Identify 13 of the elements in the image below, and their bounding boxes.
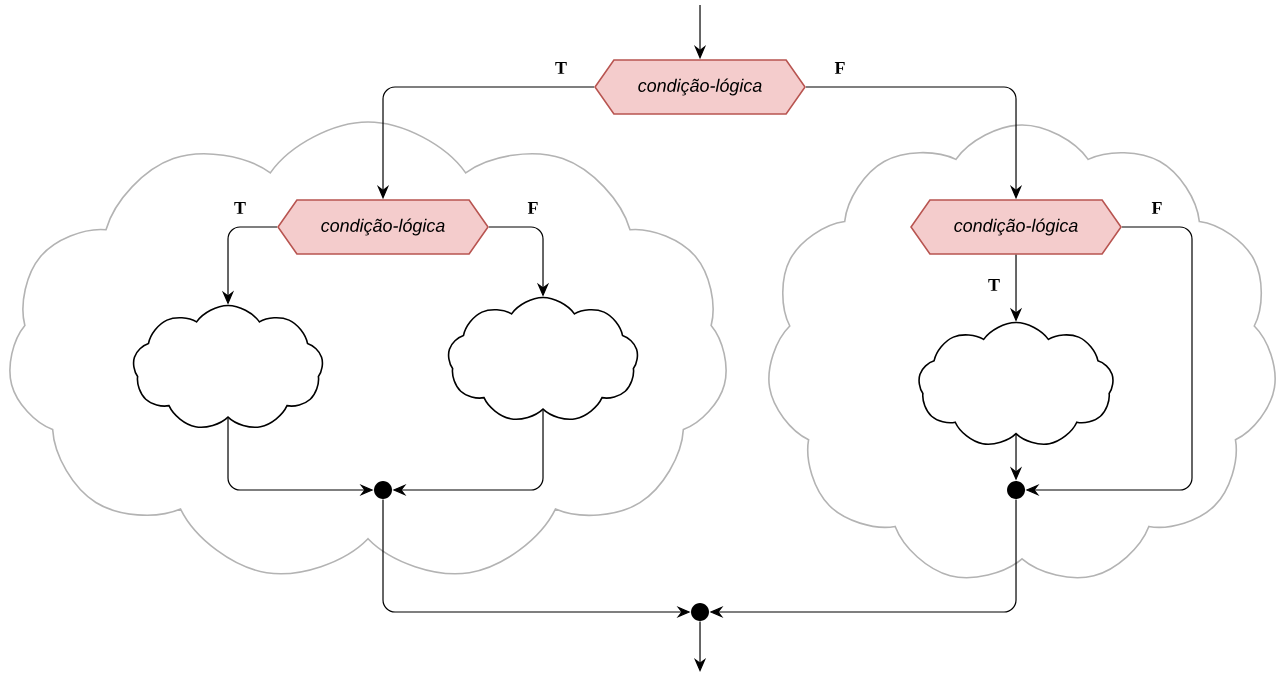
cloud-shape xyxy=(447,296,639,421)
edge-label: T xyxy=(986,277,1002,293)
edge-label: T xyxy=(553,60,569,76)
junction-dot xyxy=(691,603,709,621)
edge-label: F xyxy=(832,60,848,76)
edge-label: T xyxy=(232,200,248,216)
decision-hexagon: condição-lógica xyxy=(594,59,806,115)
junction-dot xyxy=(374,481,392,499)
cloud-shape xyxy=(132,304,324,429)
junction-dot xyxy=(1007,481,1025,499)
cloud-shape xyxy=(918,321,1114,445)
decision-hexagon: condição-lógica xyxy=(910,199,1122,255)
decision-hexagon: condição-lógica xyxy=(277,199,489,255)
